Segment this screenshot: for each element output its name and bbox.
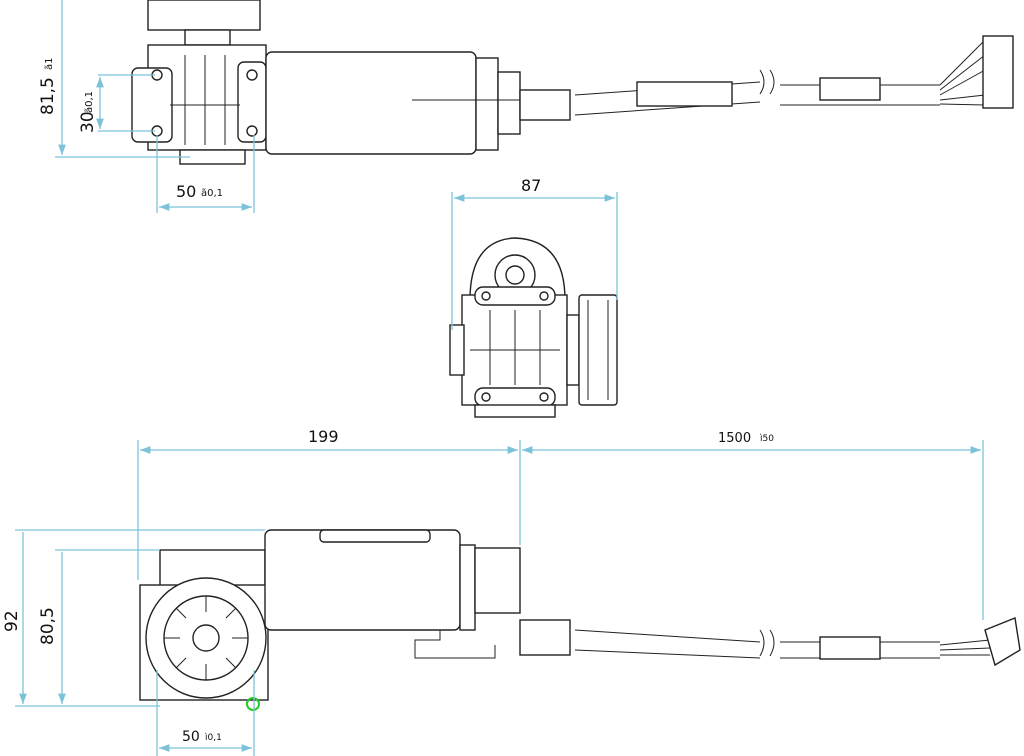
top-view (131, 0, 1014, 165)
dim-199: 199 (308, 427, 339, 446)
top-view-dimensions (55, 0, 255, 213)
end-view-dimensions (451, 192, 618, 330)
highlight-marker (246, 697, 260, 711)
dim-87: 87 (521, 176, 541, 195)
dim-80-5: 80,5 (38, 607, 58, 645)
dim-30-tol: ã0,1 (84, 91, 95, 113)
dim-50-side-tol: ì0,1 (204, 733, 222, 743)
end-view (449, 237, 618, 418)
dim-1500-tol: ì50 (759, 434, 774, 444)
dim-81-5: 81,5 (38, 77, 58, 115)
side-view (139, 529, 1021, 701)
dim-92: 92 (2, 610, 22, 632)
dim-50-top-tol: ã0,1 (201, 188, 223, 199)
side-view-dimensions (15, 440, 984, 756)
dim-30: 30 (78, 111, 98, 133)
dim-1500: 1500 (718, 431, 751, 446)
dim-81-5-tol: ã1 (44, 58, 55, 71)
dim-50-side: 50 (182, 729, 200, 745)
dim-50-top: 50 (176, 182, 196, 201)
